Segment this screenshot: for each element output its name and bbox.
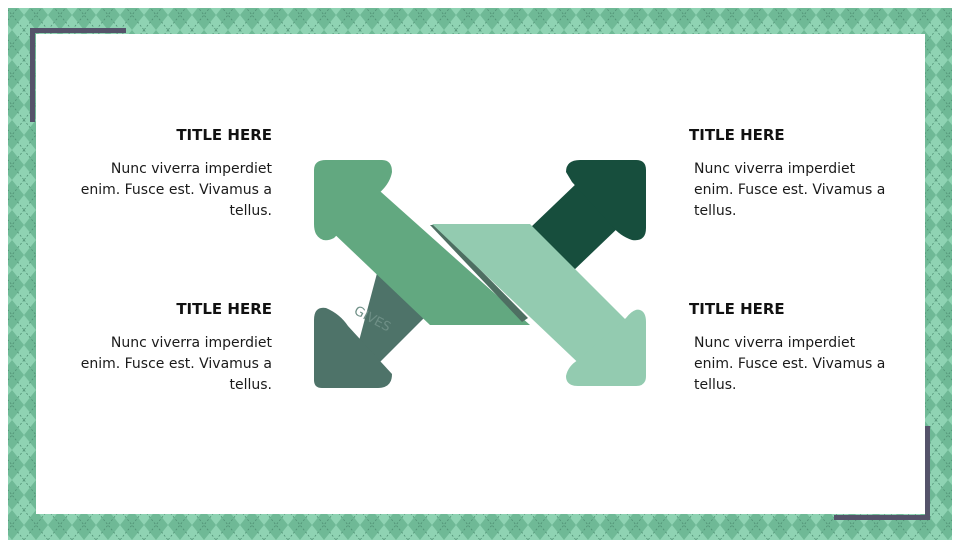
block-text: Nunc viverra imperdiet enim. Fusce est. … [694, 161, 886, 219]
block-title: TITLE HERE [689, 126, 785, 144]
info-block-top-left: TITLE HERE Nunc viverra imperdiet enim. … [72, 126, 272, 222]
arrow-bottom-left: GIVES [314, 262, 430, 388]
info-block-bottom-left: TITLE HERE Nunc viverra imperdiet enim. … [72, 300, 272, 396]
arrow-top-left [314, 160, 530, 325]
block-title: TITLE HERE [689, 300, 785, 318]
arrow-bottom-right [432, 224, 646, 386]
block-text: Nunc viverra imperdiet enim. Fusce est. … [80, 335, 272, 393]
bottom-right-corner-bar-horizontal [834, 515, 930, 520]
block-title: TITLE HERE [176, 300, 272, 318]
top-left-corner-bar-vertical [30, 28, 35, 122]
block-title: TITLE HERE [176, 126, 272, 144]
bottom-right-corner-bar-vertical [925, 426, 930, 520]
info-block-top-right: TITLE HERE Nunc viverra imperdiet enim. … [689, 126, 889, 222]
top-left-corner-bar-horizontal [30, 28, 126, 33]
block-text: Nunc viverra imperdiet enim. Fusce est. … [80, 161, 272, 219]
block-text: Nunc viverra imperdiet enim. Fusce est. … [694, 335, 886, 393]
info-block-bottom-right: TITLE HERE Nunc viverra imperdiet enim. … [689, 300, 889, 396]
